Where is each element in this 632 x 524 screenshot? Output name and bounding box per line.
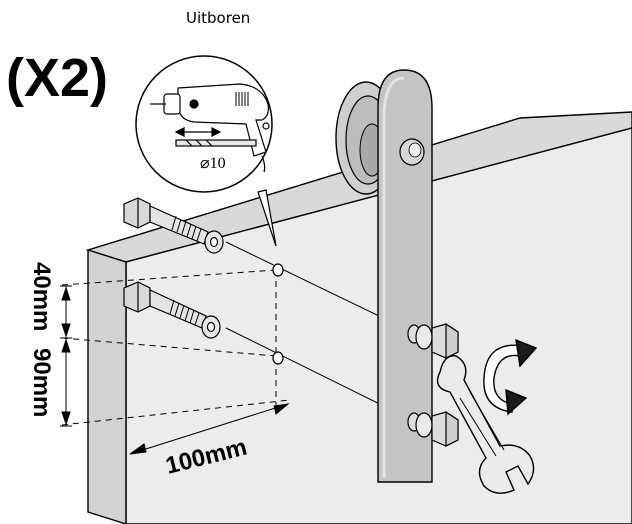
barn-door-hanger (335, 69, 433, 483)
quantity-label: (X2) (6, 48, 108, 108)
drill-icon (150, 83, 270, 173)
rotation-arrow-icon (483, 338, 538, 416)
drill-bit-icon (174, 127, 257, 147)
vertical-dimension (60, 285, 72, 427)
bolt-upper (123, 197, 224, 254)
bolt-lower (123, 281, 221, 339)
hanger-strap (377, 69, 433, 483)
callout-pointer (257, 189, 277, 247)
construction-lines (61, 269, 291, 426)
drill-callout: ⌀10 Uitboren (135, 9, 277, 247)
door-side-face (87, 249, 127, 524)
wheel-axle (399, 138, 425, 166)
wrench-icon (436, 355, 535, 494)
dimension-40mm: 40mm (28, 262, 55, 331)
nuts-lower (407, 410, 459, 447)
nuts-upper (407, 322, 459, 359)
dimension-90mm: 90mm (28, 348, 55, 417)
drill-bit-label: ⌀10 (200, 155, 226, 172)
drill-caption: Uitboren (186, 9, 250, 27)
door-holes (272, 263, 284, 365)
horizontal-dimension (129, 403, 290, 455)
